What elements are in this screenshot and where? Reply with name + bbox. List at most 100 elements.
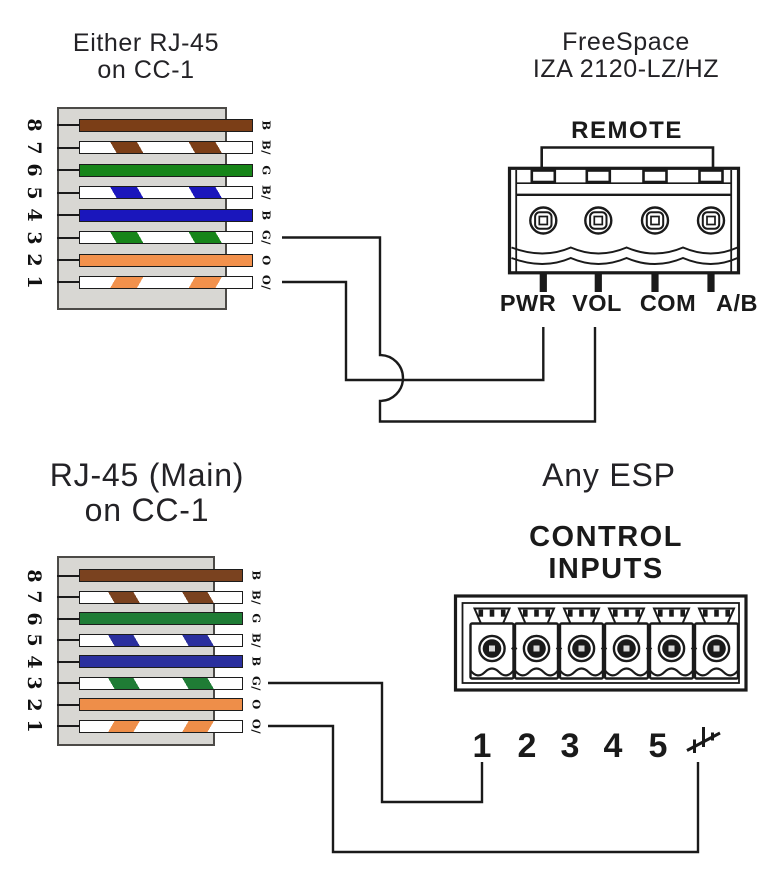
- pin-contact: [57, 236, 79, 239]
- terminal-label-pwr: PWR: [499, 290, 557, 316]
- pin-number: 1: [23, 275, 45, 289]
- pin-color-label: O: [260, 254, 274, 266]
- pin-wire-5: [79, 186, 253, 199]
- pin-color-label: O/: [260, 274, 274, 290]
- title-line: IZA 2120-LZ/HZ: [532, 55, 720, 83]
- pin-wire-3: [79, 676, 243, 690]
- pin-number: 3: [23, 676, 45, 690]
- pin-wire-1: [79, 275, 253, 289]
- pin-number: 4: [23, 208, 45, 222]
- pin-contact: [57, 259, 79, 261]
- pin-number: 7: [23, 590, 45, 604]
- pin-wire-1: [79, 719, 243, 733]
- wire-either-pin1-to-pwr: [282, 280, 545, 382]
- pin-wire-7: [79, 590, 243, 604]
- wire-main-pin1-to-ground: [268, 724, 700, 854]
- pin-contact: [57, 124, 79, 126]
- pin-number: 6: [23, 163, 45, 177]
- connection-wires: [268, 236, 700, 854]
- title-top-left: Either RJ-45 on CC-1: [73, 30, 219, 84]
- pin-contact: [57, 169, 79, 171]
- pin-wire-3: [79, 231, 253, 244]
- terminal-label-vol: VOL: [572, 290, 622, 316]
- remote-slot: [585, 169, 612, 184]
- remote-terminal-block: [507, 146, 741, 292]
- title-line: on CC-1: [84, 492, 210, 528]
- title-line: Either RJ-45: [72, 29, 220, 57]
- wire-either-pin3-to-vol: [282, 236, 597, 423]
- pin-wire-4: [79, 208, 253, 222]
- screw-terminal-icon: [584, 206, 613, 235]
- pin-contact: [57, 596, 79, 598]
- wire-main-pin3-to-input1: [268, 681, 484, 804]
- pin-number: 2: [23, 253, 45, 267]
- title-bottom-left: RJ-45 (Main) on CC-1: [50, 458, 245, 528]
- pin-contact: [57, 725, 79, 727]
- pin-wire-4: [79, 655, 243, 668]
- pin-contact: [57, 281, 79, 283]
- title-line: Any ESP: [542, 457, 676, 493]
- terminal-label-ab: A/B: [716, 290, 758, 316]
- control-inputs-terminal-block: [453, 594, 748, 692]
- pin-color-label: B/: [260, 185, 274, 200]
- input-label-5: 5: [648, 727, 668, 765]
- title-bottom-right: Any ESP: [542, 458, 676, 493]
- pin-contact: [57, 214, 79, 216]
- pin-color-label: B: [250, 570, 264, 581]
- control-heading-line2: INPUTS: [548, 553, 664, 585]
- pin-wire-6: [79, 612, 243, 625]
- remote-slot: [642, 169, 668, 184]
- pin-color-label: O/: [250, 718, 264, 734]
- pin-color-label: B/: [250, 632, 264, 648]
- pin-number: 4: [23, 654, 45, 669]
- pin-color-label: B/: [250, 589, 264, 605]
- pin-number: 1: [23, 719, 45, 733]
- terminal-label-com: COM: [639, 290, 697, 316]
- title-line: FreeSpace: [562, 28, 690, 56]
- pin-color-label: B/: [260, 140, 274, 155]
- pin-contact: [57, 639, 79, 641]
- pin-color-label: G/: [250, 675, 264, 691]
- pin-number: 5: [23, 633, 45, 647]
- input-label-1: 1: [472, 727, 492, 765]
- pin-color-label: G/: [260, 229, 274, 246]
- pin-contact: [57, 146, 79, 149]
- pin-number: 2: [23, 697, 45, 712]
- chassis-ground-icon: [686, 727, 721, 753]
- pin-contact: [57, 617, 79, 620]
- remote-slot: [530, 169, 557, 184]
- pin-contact: [57, 703, 79, 706]
- rj45-body: [57, 556, 215, 746]
- pin-color-label: O: [250, 699, 264, 710]
- title-top-right: FreeSpace IZA 2120-LZ/HZ: [533, 29, 719, 83]
- input-label-2: 2: [517, 727, 537, 765]
- screw-terminal-icon: [696, 206, 726, 235]
- pin-number: 5: [23, 185, 45, 200]
- pin-wire-6: [79, 163, 253, 177]
- pin-color-label: G: [260, 164, 274, 176]
- remote-pin: [539, 273, 547, 292]
- pin-wire-7: [79, 141, 253, 154]
- pin-wire-5: [79, 633, 243, 647]
- pin-number: 3: [23, 230, 45, 245]
- pin-wire-2: [79, 253, 253, 267]
- pin-contact: [57, 191, 79, 194]
- pin-wire-2: [79, 698, 243, 711]
- remote-pin: [651, 273, 659, 292]
- title-line: RJ-45 (Main): [49, 457, 245, 493]
- remote-heading: REMOTE: [571, 117, 683, 144]
- screw-terminal-icon: [640, 206, 670, 235]
- pin-number: 7: [23, 140, 45, 155]
- pin-color-label: B: [260, 119, 274, 131]
- pin-contact: [57, 660, 79, 663]
- remote-bracket: [540, 146, 715, 170]
- control-heading-line1: CONTROL: [529, 521, 683, 553]
- pin-wire-8: [79, 118, 253, 132]
- pin-color-label: B: [260, 209, 274, 221]
- pin-color-label: B: [250, 656, 264, 667]
- remote-pin: [594, 273, 602, 292]
- pin-contact: [57, 574, 79, 577]
- remote-slot: [698, 169, 724, 184]
